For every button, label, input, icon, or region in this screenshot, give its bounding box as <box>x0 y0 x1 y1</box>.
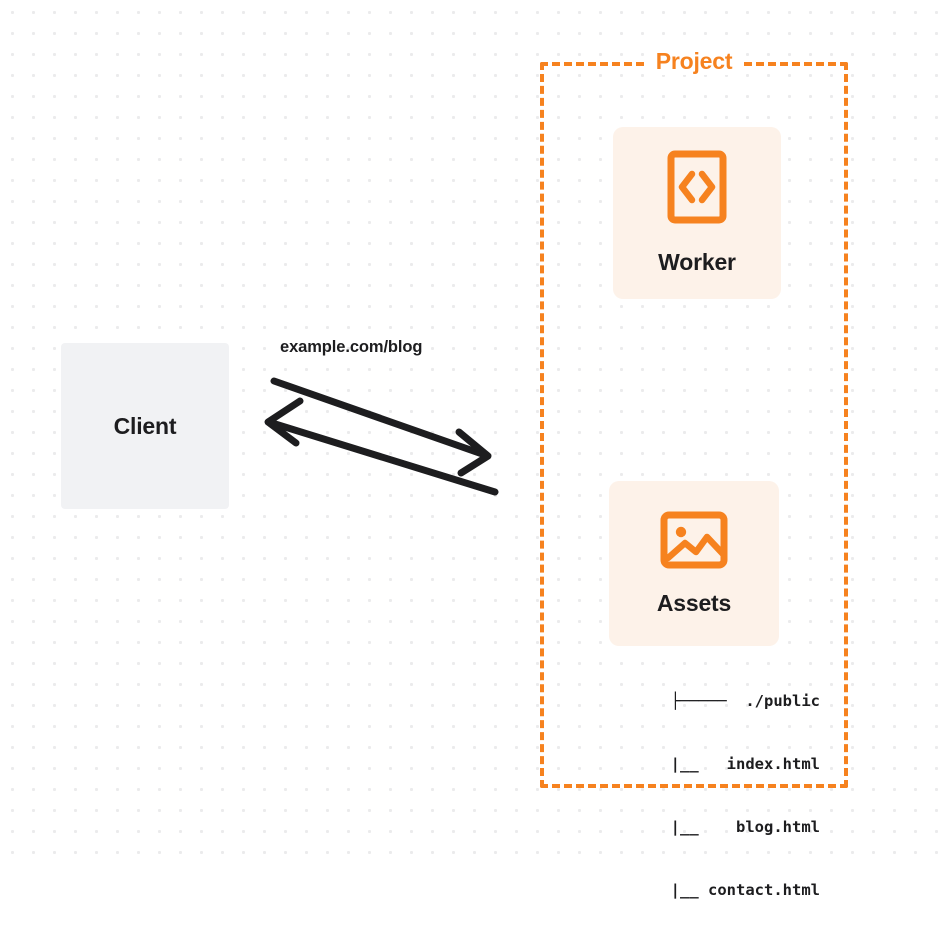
file-tree-row: |__ blog.html <box>614 818 820 836</box>
assets-file-tree: ├───── ./public |__ index.html |__ blog.… <box>580 649 820 943</box>
code-brackets-icon <box>667 150 727 229</box>
request-arrow <box>270 377 492 477</box>
client-node[interactable]: Client <box>61 343 229 509</box>
assets-node[interactable]: Assets <box>609 481 779 646</box>
worker-node-label: Worker <box>658 249 736 275</box>
file-tree-row: |__ contact.html <box>614 881 820 899</box>
project-group: Project Worker Assets <box>540 48 848 899</box>
client-node-label: Client <box>113 412 177 439</box>
image-icon <box>660 511 728 574</box>
file-tree-row: |__ index.html <box>614 755 820 773</box>
worker-node[interactable]: Worker <box>613 127 781 299</box>
file-tree-row: ├───── ./public <box>670 692 820 710</box>
response-arrow <box>264 397 499 496</box>
assets-node-label: Assets <box>656 589 732 616</box>
project-group-title: Project <box>646 48 742 75</box>
diagram-canvas: Client example.com/blog Project <box>0 0 938 899</box>
edge-label-url: example.com/blog <box>280 338 423 356</box>
